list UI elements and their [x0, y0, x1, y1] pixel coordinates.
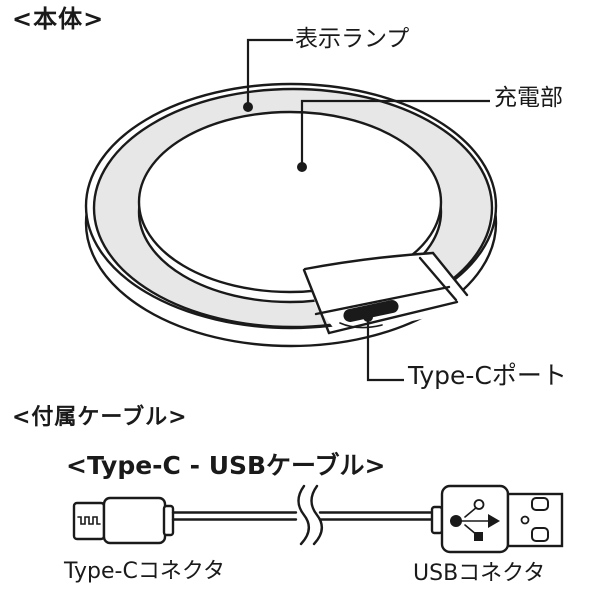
- cable-break-left-curve: [297, 484, 310, 546]
- usb-shell-pin-circle: [520, 515, 530, 525]
- notch-left-cut-edge: [302, 268, 331, 335]
- charging-area-point: [297, 162, 307, 172]
- usb-shell-hole-bottom: [531, 527, 549, 542]
- notch-wedge-left-edge: [418, 256, 458, 302]
- cable-section-title: <付属ケーブル>: [12, 405, 188, 430]
- charging-area-label: 充電部: [494, 85, 563, 111]
- usb-connector-label: USBコネクタ: [413, 561, 546, 586]
- leader-lines: [243, 38, 490, 382]
- port-face-top-edge: [314, 285, 451, 316]
- indicator-lamp-point: [243, 102, 253, 112]
- type-c-port-slot: [343, 300, 399, 322]
- ring-charger-illustration: [84, 38, 498, 382]
- indicator-lamp-label: 表示ランプ: [295, 26, 410, 52]
- type-c-connector-label: Type-Cコネクタ: [64, 559, 225, 584]
- type-c-plug-contacts: [77, 516, 101, 525]
- cable-subtitle: <Type-C - USBケーブル>: [66, 451, 386, 480]
- device-section-title: <本体>: [12, 5, 105, 33]
- cable-break-icon: [297, 484, 323, 546]
- usb-connector-drawing: [430, 484, 564, 554]
- type-c-cable-collar: [162, 504, 175, 537]
- cable-line: [171, 484, 434, 546]
- type-c-connector-body: [102, 496, 167, 545]
- usb-trident-circle-tip: [473, 499, 485, 510]
- usb-shell-hole-top: [531, 497, 549, 511]
- notch-back-edge: [303, 251, 435, 271]
- ring-center-hole: [137, 110, 443, 294]
- port-bezel-line: [339, 322, 383, 329]
- notch-wedge-right-edge: [431, 251, 469, 297]
- usb-cable-collar: [430, 505, 444, 535]
- usb-trident-icon: [450, 499, 500, 541]
- usb-trident-upper-branch: [464, 506, 478, 518]
- type-c-port-label: Type-Cポート: [408, 361, 567, 390]
- type-c-port-leader-line: [366, 317, 404, 382]
- cable-illustration: [72, 484, 564, 554]
- cable-break-right-curve: [310, 484, 323, 546]
- port-face-bottom-edge: [327, 300, 459, 335]
- indicator-lamp-leader-line: [246, 38, 293, 107]
- ring-port-notch: [302, 251, 469, 336]
- charging-area-leader-line: [300, 99, 490, 167]
- usb-trident-arrowhead: [488, 514, 500, 528]
- type-c-connector-drawing: [72, 496, 175, 545]
- usb-trident-square-tip: [474, 532, 483, 541]
- usb-metal-shell: [506, 492, 564, 548]
